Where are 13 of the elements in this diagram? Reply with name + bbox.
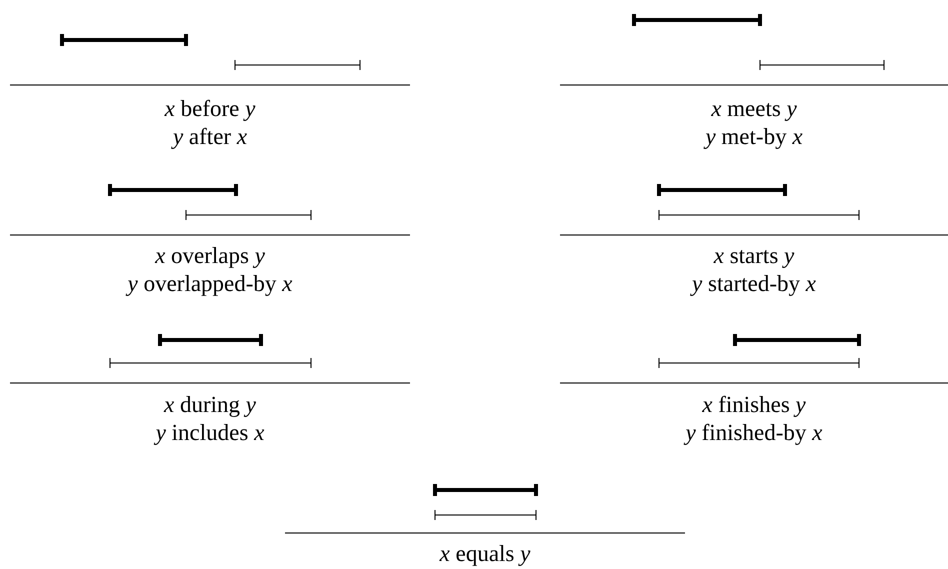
relation-label: x during y xyxy=(164,392,256,418)
relation-label: x overlaps y xyxy=(155,243,265,269)
relation-label: y started-by x xyxy=(692,271,816,297)
relation-label: x equals y xyxy=(440,541,530,567)
relation-label: y overlapped-by x xyxy=(128,271,292,297)
relation-label: y includes x xyxy=(156,420,264,446)
relation-label: y met-by x xyxy=(705,124,803,150)
relation-label: x finishes y xyxy=(702,392,806,418)
relation-label: y after x xyxy=(172,124,248,150)
relation-label: x meets y xyxy=(711,96,797,122)
relation-label: y finished-by x xyxy=(686,420,822,446)
relation-label: x before y xyxy=(164,96,256,122)
relation-label: x starts y xyxy=(714,243,794,269)
